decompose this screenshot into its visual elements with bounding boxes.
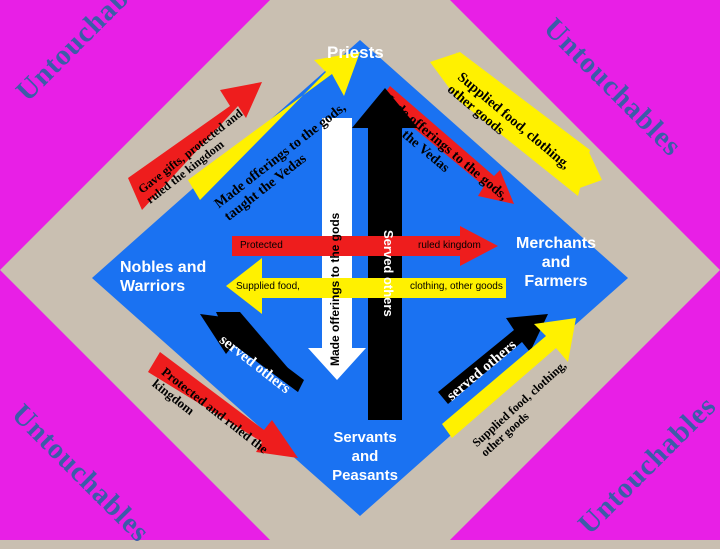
merchants-to-nobles-cont-text: clothing, other goods	[410, 281, 503, 292]
servants-and-peasants-label: Servants and Peasants	[332, 429, 398, 484]
arrow-nobles-to-priests	[128, 82, 262, 210]
nobles-and-warriors-label: Nobles and Warriors	[120, 259, 207, 295]
priests-to-servants-text: Served others	[381, 230, 396, 317]
merchants-and-farmers-label: Merchants and Farmers	[515, 235, 597, 290]
arrow-priests-to-merchants	[380, 86, 514, 204]
merchants-to-nobles-text: Supplied food,	[236, 281, 300, 292]
corner-bottom-right	[450, 270, 720, 540]
arrow-nobles-to-servants	[148, 352, 298, 458]
arrow-merchants-to-servants	[442, 318, 576, 438]
corner-bottom-left	[0, 270, 270, 540]
merchants-to-nobles-top-text: Protected	[240, 240, 283, 251]
arrow-servants-to-nobles-body	[216, 312, 300, 392]
nobles-to-merchants-text: ruled kingdom	[418, 240, 481, 251]
arrow-priests-to-nobles	[188, 52, 360, 200]
corner-top-left	[0, 0, 270, 270]
servants-to-priests-text: Made offerings to the gods	[328, 212, 342, 366]
priests-label: Priests	[327, 43, 384, 62]
corner-top-right	[450, 0, 720, 270]
arrow-servants-to-merchants	[438, 314, 548, 404]
arrow-yellow-left	[226, 258, 506, 314]
arrow-merchants-to-priests-body	[430, 52, 590, 196]
arrow-red-right	[232, 226, 498, 266]
